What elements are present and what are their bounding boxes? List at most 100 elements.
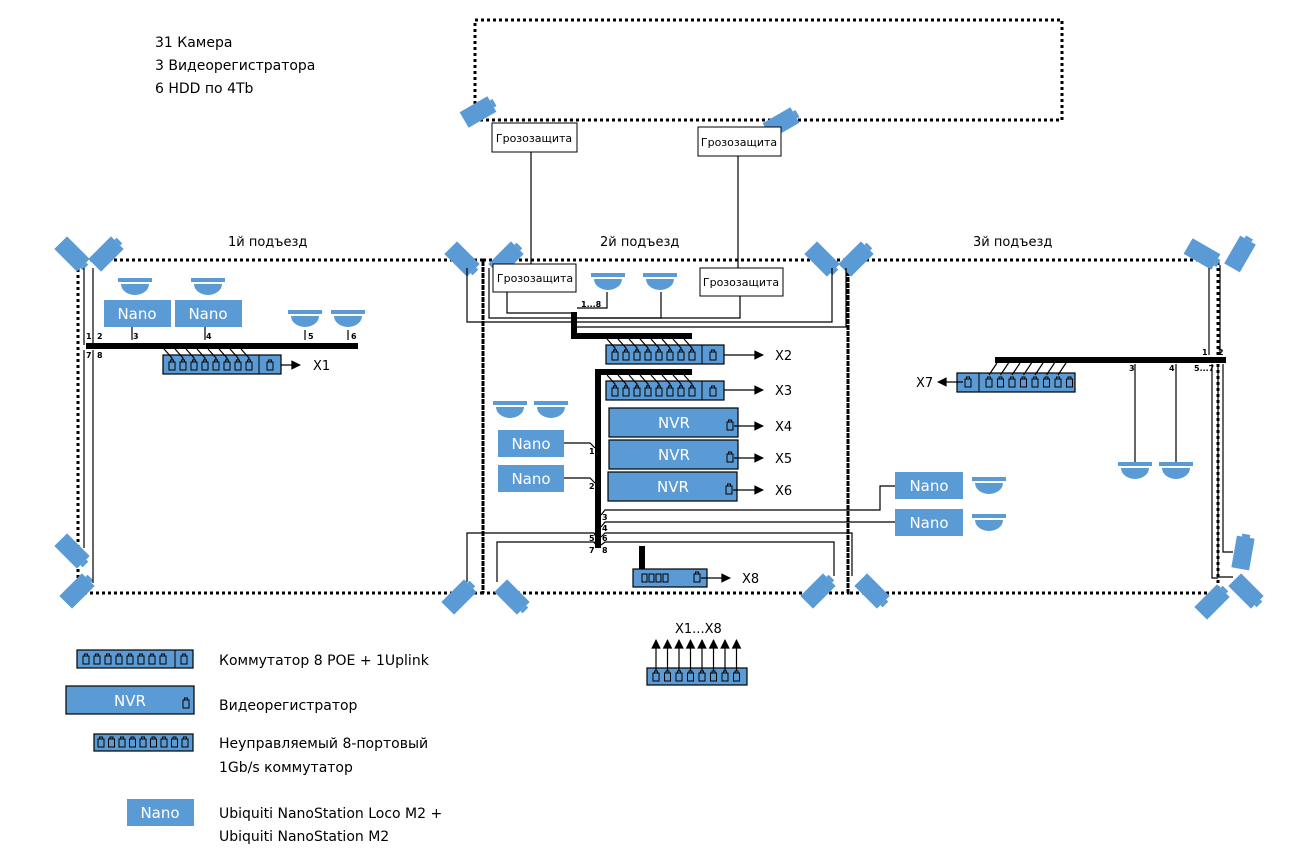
nvr-icon: NVR [65, 685, 195, 715]
port-label: 3 [133, 332, 139, 341]
dome-camera-icon [972, 514, 1006, 531]
port-label: 7 [86, 351, 92, 360]
core-switch-uplinks [651, 639, 742, 682]
core-switch-label: X1...X8 [675, 622, 722, 637]
uplink-label: X5 [775, 452, 792, 467]
nano-station: Nano [895, 472, 963, 499]
dome-camera-icon [331, 310, 365, 327]
legend-label: Ubiquiti NanoStation Loco M2 + [219, 806, 442, 822]
cable-bundle [571, 312, 692, 339]
legend-label: Ubiquiti NanoStation M2 [219, 829, 389, 845]
port-label: 3 [602, 513, 608, 522]
port-label: 6 [602, 534, 608, 543]
svg-text:NVR: NVR [658, 446, 690, 464]
cable-bundle [595, 369, 692, 548]
port-label: 7 [589, 546, 595, 555]
uplink-label: X4 [775, 420, 792, 435]
dome-camera-icon [493, 401, 527, 418]
svg-text:Nano: Nano [909, 514, 948, 532]
switch-ports [163, 348, 253, 371]
summary-hdd: 6 HDD по 4Tb [155, 81, 254, 97]
nano-station: Nano [498, 430, 564, 457]
poe-switch [956, 372, 1076, 393]
poe-switch [605, 380, 725, 401]
switch-ports [964, 362, 1073, 388]
svg-text:Nano: Nano [511, 435, 550, 453]
legend: Коммутатор 8 POE + 1Uplink NVR Видеореги… [65, 649, 442, 845]
svg-text:Nano: Nano [188, 305, 227, 323]
uplink-label: X1 [313, 359, 330, 374]
zone-label-entrance-3: 3й подъезд [973, 235, 1052, 250]
svg-text:Nano: Nano [909, 477, 948, 495]
surge-protector: Грозозащита [491, 122, 578, 153]
port-label: 1 [86, 332, 92, 341]
port-label: 8 [97, 351, 103, 360]
camera-icon [54, 533, 92, 571]
top-building-outline [473, 18, 1064, 122]
camera-icon [838, 239, 876, 277]
dome-camera-icon [118, 278, 152, 295]
camera-icon [1231, 532, 1256, 571]
camera-icon [1194, 582, 1232, 620]
svg-text:Nano: Nano [117, 305, 156, 323]
svg-text:Грозозащита: Грозозащита [703, 276, 779, 289]
entrance-2-outline [481, 258, 850, 595]
port-label: 2 [589, 482, 595, 491]
svg-text:Nano: Nano [511, 470, 550, 488]
surge-protector: Грозозащита [699, 267, 784, 297]
zone-label-entrance-2: 2й подъезд [600, 235, 679, 250]
summary-cameras: 31 Камера [155, 35, 232, 51]
camera-icon [88, 234, 126, 272]
legend-label: Коммутатор 8 POE + 1Uplink [219, 653, 430, 669]
port-label: 4 [1169, 364, 1175, 373]
svg-text:NVR: NVR [657, 478, 689, 496]
port-label: 1 [1202, 348, 1208, 357]
port-label: 4 [602, 524, 608, 533]
camera-icon [800, 571, 838, 609]
camera-icon [1183, 238, 1223, 272]
port-label: 1...8 [581, 300, 602, 309]
svg-text:NVR: NVR [114, 692, 146, 710]
dome-camera-icon [591, 273, 625, 290]
svg-text:Грозозащита: Грозозащита [496, 132, 572, 145]
nano-icon: Nano [127, 799, 194, 826]
port-label: 1 [589, 447, 595, 456]
port-label: 2 [97, 332, 103, 341]
zone-label-entrance-1: 1й подъезд [228, 235, 307, 250]
dome-camera-icon [1159, 462, 1193, 479]
uplink-label: X8 [742, 572, 759, 587]
core-switch [646, 667, 748, 686]
svg-text:Грозозащита: Грозозащита [701, 136, 777, 149]
camera-icon [441, 577, 479, 615]
port-label: 6 [351, 332, 357, 341]
uplink-label: X3 [775, 384, 792, 399]
port-label: 5 [589, 534, 595, 543]
svg-text:Nano: Nano [140, 804, 179, 822]
dome-camera-icon [191, 278, 225, 295]
port-label: 5 [308, 332, 314, 341]
port-label: 5...7 [1194, 364, 1214, 373]
uplink-label: X7 [916, 376, 933, 391]
nvr: NVR [608, 407, 739, 438]
nano-station: Nano [104, 300, 171, 327]
switch-ports [641, 571, 701, 583]
nano-station: Nano [895, 509, 963, 536]
camera-icon [494, 579, 532, 617]
legend-label: Неуправляемый 8-портовый [219, 736, 428, 752]
dome-camera-icon [1118, 462, 1152, 479]
port-label: 2 [1218, 348, 1224, 357]
surge-protector: Грозозащита [697, 126, 782, 157]
entrance-3-outline [846, 258, 1220, 595]
summary-nvrs: 3 Видеорегистратора [155, 58, 315, 74]
nano-station: Nano [498, 465, 564, 492]
legend-label: 1Gb/s коммутатор [219, 760, 353, 776]
port-label: 3 [1129, 364, 1135, 373]
dome-camera-icon [972, 477, 1006, 494]
port-label: 8 [602, 546, 608, 555]
uplink-label: X6 [775, 484, 792, 499]
nvr: NVR [608, 439, 739, 470]
camera-icon [54, 236, 92, 274]
poe-switch [605, 344, 725, 365]
switch-ports [606, 374, 696, 397]
